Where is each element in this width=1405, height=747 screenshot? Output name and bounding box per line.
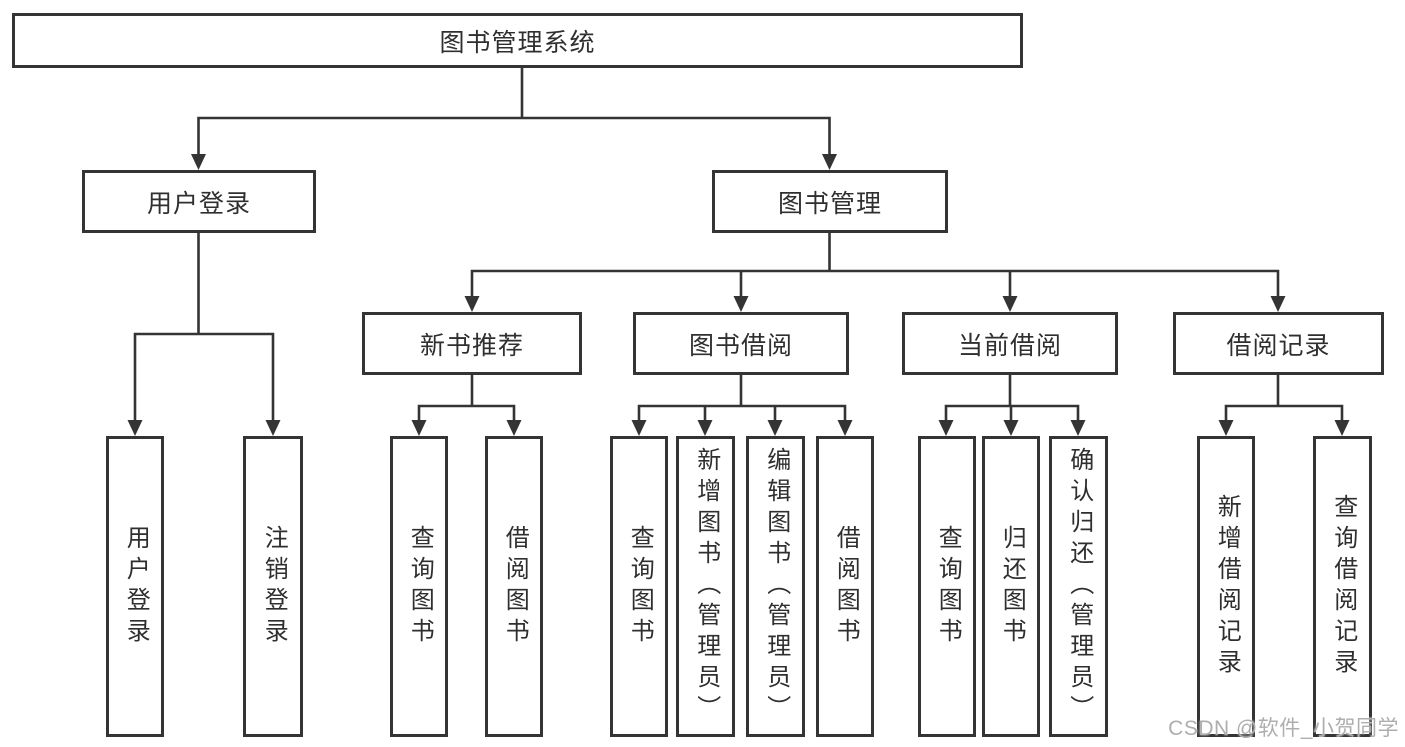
leaf-label: 查询借阅记录	[1329, 493, 1357, 680]
node-book-management: 图书管理	[712, 170, 948, 233]
leaf-label: 归还图书	[998, 524, 1026, 649]
leaf-label: 新增借阅记录	[1213, 493, 1241, 680]
node-user-login: 用户登录	[82, 170, 316, 233]
node-label: 借阅记录	[1226, 331, 1331, 360]
leaf-user-login: 用户登录	[106, 436, 164, 737]
node-label: 当前借阅	[957, 331, 1062, 360]
leaf-query-borrow-record: 查询借阅记录	[1313, 436, 1372, 737]
node-new-book-recommendation: 新书推荐	[362, 312, 582, 375]
leaf-label: 确认归还（管理员）	[1065, 447, 1093, 726]
leaf-label: 用户登录	[122, 524, 150, 649]
leaf-borrow-books: 借阅图书	[816, 436, 874, 737]
leaf-logout-login: 注销登录	[243, 436, 303, 737]
node-label: 图书借阅	[688, 331, 793, 360]
leaf-query-books-borrow: 查询图书	[610, 436, 668, 737]
leaf-label: 查询图书	[626, 524, 654, 649]
leaf-query-books-recommend: 查询图书	[390, 436, 448, 737]
leaf-confirm-return-admin: 确认归还（管理员）	[1049, 436, 1108, 737]
node-label: 图书管理	[777, 189, 882, 218]
leaf-label: 注销登录	[260, 524, 288, 649]
leaf-label: 借阅图书	[501, 524, 529, 649]
node-borrowing-records: 借阅记录	[1173, 312, 1384, 375]
leaf-add-book-admin: 新增图书（管理员）	[676, 436, 735, 737]
leaf-return-books: 归还图书	[982, 436, 1040, 737]
node-label: 新书推荐	[419, 331, 524, 360]
leaf-label: 查询图书	[934, 524, 962, 649]
node-label: 用户登录	[146, 189, 251, 218]
csdn-watermark: CSDN @软件_小贺同学	[1168, 717, 1399, 740]
leaf-label: 借阅图书	[832, 524, 860, 649]
node-label: 图书管理系统	[439, 28, 596, 57]
leaf-label: 编辑图书（管理员）	[762, 447, 790, 726]
leaf-label: 新增图书（管理员）	[692, 447, 720, 726]
leaf-add-borrow-record: 新增借阅记录	[1197, 436, 1255, 737]
leaf-label: 查询图书	[406, 524, 434, 649]
node-book-system-root: 图书管理系统	[12, 13, 1023, 68]
node-book-borrowing: 图书借阅	[633, 312, 849, 375]
leaf-query-books-current: 查询图书	[918, 436, 976, 737]
leaf-edit-book-admin: 编辑图书（管理员）	[746, 436, 805, 737]
node-current-borrowing: 当前借阅	[902, 312, 1118, 375]
leaf-borrow-books-recommend: 借阅图书	[485, 436, 543, 737]
